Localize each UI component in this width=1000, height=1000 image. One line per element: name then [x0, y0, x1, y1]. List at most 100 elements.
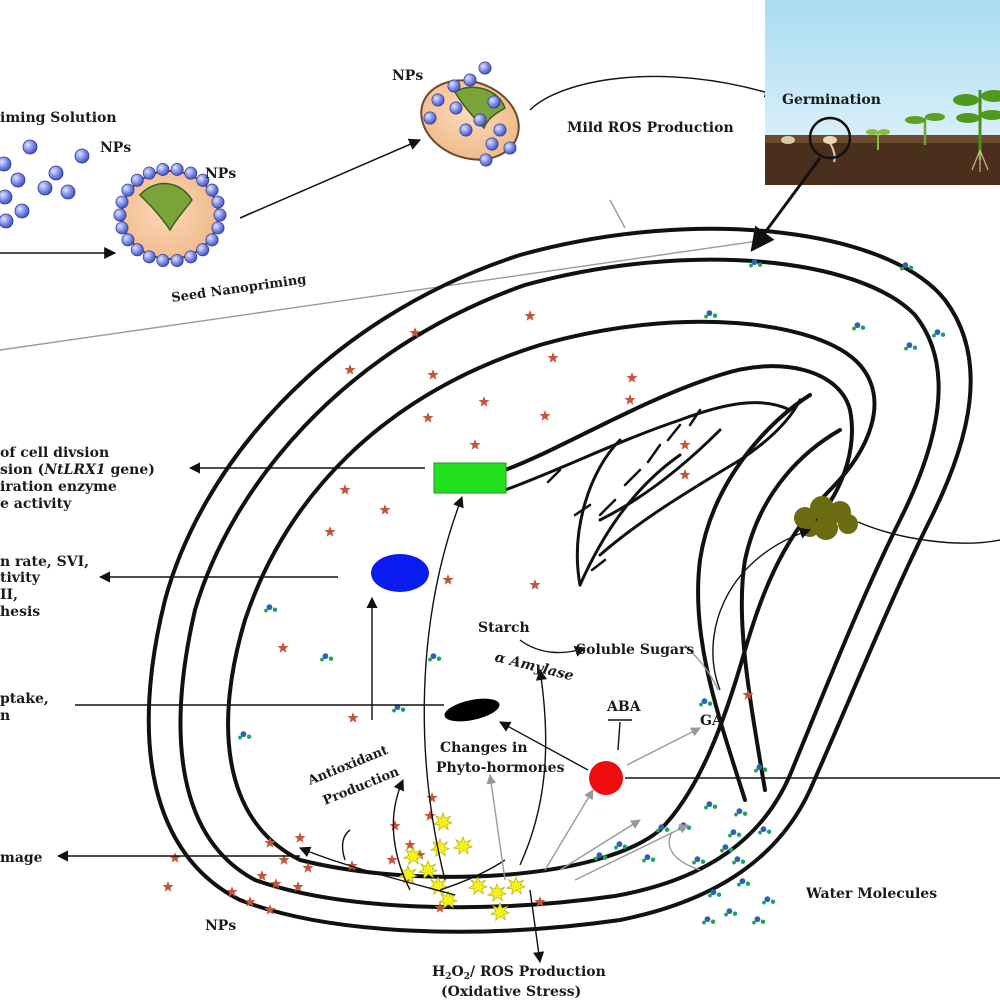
ga-label: GA	[700, 713, 724, 729]
water-molecule	[737, 878, 751, 887]
green-box-cell-division	[433, 462, 507, 494]
nanoparticle	[142, 250, 156, 264]
nanoparticle	[487, 95, 501, 109]
star	[339, 484, 351, 495]
seed-nanopriming-label: Seed Nanopriming	[170, 272, 307, 306]
star	[264, 837, 276, 848]
nanoparticle	[130, 173, 144, 187]
effect-2c: II,	[0, 587, 18, 603]
nanoparticle	[113, 208, 127, 222]
olive-cluster	[794, 496, 858, 540]
star	[626, 372, 638, 383]
star	[469, 439, 481, 450]
water-molecule	[704, 801, 718, 810]
nanoparticle	[184, 166, 198, 180]
ros-burst	[506, 876, 526, 895]
blue-ellipse-germination	[371, 554, 429, 592]
nanoparticle	[121, 183, 135, 197]
nanoparticle	[170, 162, 184, 176]
zoom-circle	[808, 116, 852, 160]
effect-1a: of cell divsion	[0, 445, 109, 461]
nanoparticle	[115, 195, 129, 209]
nanoparticle	[503, 141, 517, 155]
nanoparticle	[170, 254, 184, 268]
water-molecule	[734, 808, 748, 817]
star	[379, 504, 391, 515]
water-molecule	[704, 310, 718, 319]
nanoparticle	[121, 233, 135, 247]
cotyledon-outline	[226, 319, 877, 879]
effect-1c: iration enzyme	[0, 479, 117, 495]
nanoparticle	[473, 113, 487, 127]
star	[422, 412, 434, 423]
priming-solution-label: iming Solution	[0, 110, 117, 126]
effect-2d: hesis	[0, 604, 40, 620]
nanoparticle	[479, 153, 493, 167]
water-molecule	[428, 653, 442, 662]
star	[529, 579, 541, 590]
germination-label: Germination	[782, 92, 881, 108]
ros-burst	[453, 836, 473, 855]
ros-burst	[468, 876, 488, 895]
nps-coated-label: NPs	[205, 166, 236, 182]
star	[679, 439, 691, 450]
star	[427, 369, 439, 380]
soluble-sugars-label: Soluble Sugars	[576, 642, 694, 658]
nanoparticle	[485, 137, 499, 151]
arrow-to-primed-seed	[239, 138, 422, 219]
changes-label-1: Changes in	[440, 740, 528, 756]
water-molecule	[238, 731, 252, 740]
star	[344, 364, 356, 375]
star	[386, 854, 398, 865]
ros-production-label: H2O2/ ROS Production	[432, 964, 606, 982]
primed-seed	[420, 61, 520, 167]
nanoparticle	[115, 221, 129, 235]
star	[478, 396, 490, 407]
water-molecule	[752, 916, 766, 925]
nanoparticle	[213, 208, 227, 222]
water-molecule	[852, 322, 866, 331]
water-molecule	[732, 856, 746, 865]
seed-outer-coat	[146, 226, 973, 934]
nanoparticle	[205, 183, 219, 197]
water-molecule	[762, 896, 776, 905]
starch-label: Starch	[478, 620, 530, 636]
red-dot-phytohormone	[589, 761, 623, 795]
water-molecule	[320, 653, 334, 662]
zoom-arrow	[750, 157, 822, 252]
star	[426, 792, 438, 803]
water-molecule	[642, 854, 656, 863]
water-molecule	[656, 824, 670, 833]
star	[169, 852, 181, 863]
effect-3b: n	[0, 708, 10, 724]
germination-photo	[765, 0, 1000, 185]
aba-label: ABA	[606, 699, 642, 715]
seed-cross-section: Starch α Amylase Soluble Sugars ABA GA C…	[56, 226, 1000, 1000]
water-molecule	[702, 916, 716, 925]
effect-1b: sion (NtLRX1 gene)	[0, 462, 155, 478]
black-ellipse-uptake	[444, 698, 500, 722]
nps-left-label: NPs	[100, 140, 131, 156]
star	[424, 810, 436, 821]
plumule	[503, 398, 802, 587]
changes-label-2: Phyto-hormones	[436, 760, 565, 776]
star	[389, 820, 401, 831]
arrow-to-germination	[529, 75, 777, 111]
water-molecule	[699, 698, 713, 707]
star	[162, 881, 174, 892]
panel-divider	[0, 239, 766, 351]
ros-burst	[403, 846, 423, 865]
nanoparticle	[205, 233, 219, 247]
nanoparticle	[184, 250, 198, 264]
effect-3a: ptake,	[0, 691, 49, 707]
effect-1d: e activity	[0, 496, 72, 512]
nanoparticle	[211, 195, 225, 209]
star	[539, 410, 551, 421]
star	[679, 469, 691, 480]
nanoparticle	[211, 221, 225, 235]
star	[277, 642, 289, 653]
top-panel: iming Solution NPs NPs Seed Nanopriming	[0, 0, 1000, 351]
nanoparticle	[449, 101, 463, 115]
nanoparticle	[478, 61, 492, 75]
